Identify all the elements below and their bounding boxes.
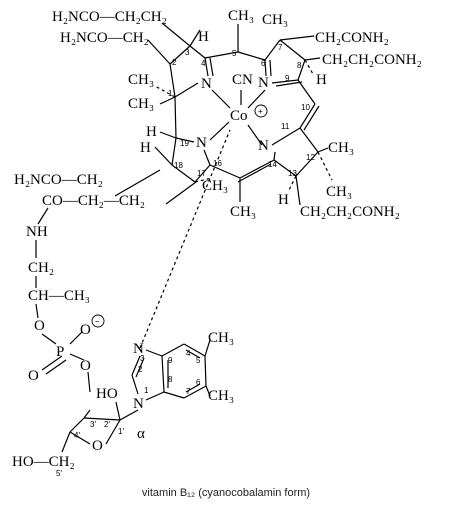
left-chain-bonds — [35, 169, 197, 393]
methyl-c12-upper: CH₃ — [328, 140, 354, 156]
phosphate-o-double: O — [28, 368, 39, 384]
acetamide-group-c7: CH₂CONH₂ — [315, 30, 389, 46]
acetamide-propionamide-group-top: H₂NCO—CH₂CH₂ — [52, 9, 167, 25]
methyl-c5-benz: CH₃ — [208, 330, 234, 346]
benz-number: 5 — [196, 356, 201, 365]
benz-number: 6 — [196, 378, 201, 387]
positive-charge-sign: + — [258, 107, 263, 116]
amide-nh: NH — [26, 224, 48, 240]
methyl-c15: CH₃ — [230, 204, 256, 220]
sugar-number: 3′ — [90, 420, 96, 429]
ring-number: 1 — [168, 89, 173, 98]
ring-number: 6 — [261, 59, 266, 68]
ring-number: 2 — [172, 58, 177, 67]
methyl-c1-upper: CH₃ — [128, 72, 154, 88]
sugar-number: 5′ — [56, 469, 62, 478]
benz-number: 4 — [186, 349, 191, 358]
benzimidazole-numbering: 1 2 3 4 5 6 7 8 9 — [138, 349, 201, 396]
methyl-c5: CH₃ — [228, 8, 254, 24]
corrin-ring-bonds — [147, 22, 333, 206]
sugar-ho-ch2: HO—CH₂ — [12, 454, 75, 470]
ring-number: 16 — [213, 159, 222, 168]
propanolamine-ch-ch3: CH—CH₃ — [28, 288, 90, 304]
benzimidazole-bonds — [131, 129, 231, 401]
nitrogen-ring-d: N — [196, 135, 207, 151]
benzimidazole-n1: N — [133, 396, 144, 412]
propionyl-chain: CO—CH₂—CH₂ — [42, 193, 145, 209]
methyl-c17: CH₃ — [202, 178, 228, 194]
phosphorus-atom: P — [56, 344, 64, 360]
ring-number: 9 — [285, 74, 290, 83]
nitrogen-ring-c: N — [258, 138, 269, 154]
methyl-c12-lower: CH₃ — [326, 184, 352, 200]
negative-charge-sign: − — [95, 317, 100, 326]
hydrogen-c8: H — [316, 72, 327, 88]
hydrogen-c13: H — [278, 192, 289, 208]
benzimidazole-n3: N — [133, 341, 144, 357]
ring-numbering: 1 2 3 4 5 6 7 8 9 10 11 12 13 14 16 17 1… — [168, 43, 315, 178]
phosphate-o-upper: O — [34, 318, 45, 334]
hydrogen-c19: H — [146, 124, 157, 140]
cobalt-atom: Co — [230, 108, 248, 124]
benz-number: 2 — [138, 365, 143, 374]
benz-number: 3 — [140, 354, 145, 363]
nitrogen-ring-a: N — [201, 76, 212, 92]
methyl-c6-benz: CH₃ — [208, 388, 234, 404]
figure-caption: vitamin B₁₂ (cyanocobalamin form) — [142, 487, 310, 499]
hydrogen-c3: H — [198, 29, 209, 45]
ring-number: 17 — [197, 169, 206, 178]
ring-number: 4 — [201, 59, 206, 68]
ring-number: 11 — [281, 122, 290, 131]
benz-number: 8 — [168, 375, 173, 384]
sugar-number: 1′ — [118, 427, 124, 436]
sugar-ring-oxygen: O — [92, 438, 103, 454]
phosphate-o-lower: O — [80, 358, 91, 374]
hydrogen-c18: H — [140, 140, 151, 156]
ring-number: 12 — [306, 153, 315, 162]
ring-number: 18 — [174, 161, 183, 170]
propionamide-group-c8: CH₂CH₂CONH₂ — [322, 52, 422, 68]
ring-number: 10 — [301, 103, 310, 112]
propionamide-group-c13: CH₂CH₂CONH₂ — [300, 204, 400, 220]
ring-number: 7 — [278, 43, 283, 52]
ring-number: 5 — [232, 49, 237, 58]
methyl-c1-lower: CH₃ — [128, 96, 154, 112]
ring-number: 3 — [185, 48, 190, 57]
alpha-label: α — [137, 426, 145, 442]
ring-number: 13 — [288, 169, 297, 178]
benz-number: 9 — [168, 356, 173, 365]
sugar-number: 2′ — [104, 420, 110, 429]
sugar-hydroxyl-2prime: HO — [96, 386, 118, 402]
benz-number: 1 — [144, 386, 149, 395]
ring-number: 8 — [297, 61, 302, 70]
sugar-numbering: 1′ 2′ 3′ 4′ 5′ — [56, 420, 124, 478]
negative-charge-circle — [91, 314, 105, 328]
nitrogen-ring-b: N — [258, 75, 269, 91]
propanolamine-ch2: CH₂ — [28, 260, 54, 276]
positive-charge-circle — [254, 104, 268, 118]
acetamide-group-ring-d: H₂NCO—CH₂ — [14, 172, 103, 188]
ring-number: 14 — [268, 160, 277, 169]
methyl-c7: CH₃ — [262, 12, 288, 28]
phosphate-o-anion: O — [80, 322, 91, 338]
acetamide-group-ring-a: H₂NCO—CH₂ — [60, 30, 149, 46]
cyanide-ligand: CN — [232, 72, 253, 88]
ring-number: 19 — [180, 139, 189, 148]
ribose-bonds — [61, 401, 139, 453]
sugar-number: 4′ — [74, 431, 80, 440]
benz-number: 7 — [186, 387, 191, 396]
